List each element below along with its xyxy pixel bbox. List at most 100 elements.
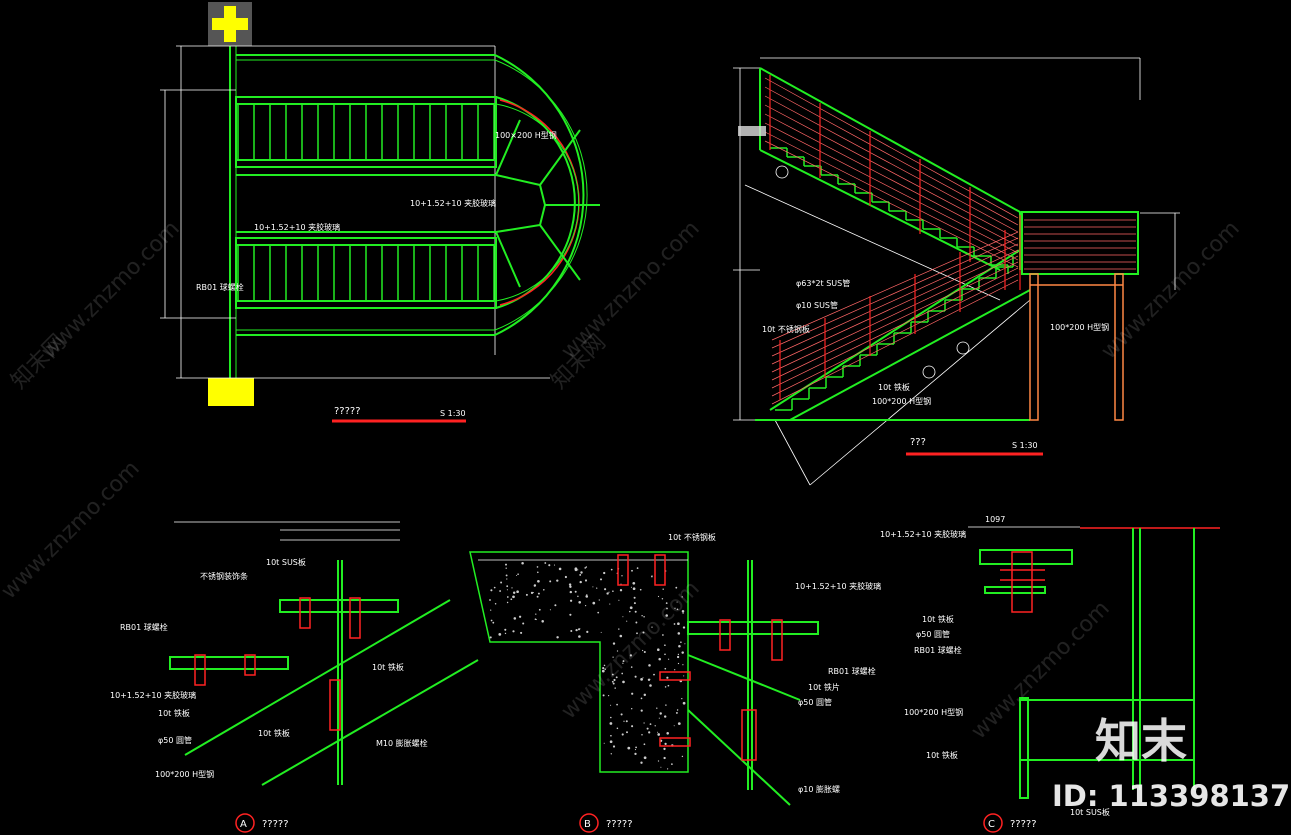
detail-a-marker-letter: A [240,819,247,830]
concrete-dot [578,601,581,604]
concrete-dot [492,621,495,624]
concrete-dot [609,740,613,744]
concrete-dot [533,585,536,587]
concrete-dot [564,575,567,579]
detail-b-label-5: φ50 圆管 [798,697,832,707]
concrete-dot [558,567,562,571]
concrete-dot [610,716,612,719]
elev-label-4: 10t 铁板 [878,382,910,392]
rail-line [764,122,1019,254]
concrete-dot [598,599,600,601]
watermark-cn-1: 知末网 [7,330,71,394]
concrete-dot [538,608,541,611]
plan-label-glass-2: 10+1.52+10 夹胶玻璃 [254,222,340,232]
concrete-dot [640,678,643,681]
concrete-dot [521,561,524,565]
concrete-dot [664,644,666,647]
concrete-dot [615,676,618,679]
detail-a-label-8: 10t 铁板 [372,662,404,672]
concrete-dot [592,586,594,588]
concrete-dot [604,668,606,670]
concrete-dot [640,697,643,700]
concrete-dot [603,571,606,575]
concrete-dot [549,580,552,583]
concrete-dot [643,693,647,697]
concrete-dot [579,580,582,584]
concrete-dot [634,749,637,751]
rail-line [771,243,1019,357]
concrete-dot [532,592,535,594]
detail-a-label-7: 100*200 H型钢 [155,769,214,779]
concrete-dot [681,596,683,598]
concrete-dot [625,720,628,723]
concrete-dot [602,694,605,697]
concrete-dot [610,734,612,737]
watermark-id: ID: 1133981377 [1052,779,1291,813]
concrete-dot [537,571,539,574]
concrete-dot [660,766,662,768]
concrete-dot [489,599,491,601]
concrete-dot [635,621,638,624]
watermark-site-6: www.znzmo.com [967,596,1115,744]
concrete-dot [682,626,686,629]
concrete-dot [657,595,660,598]
concrete-dot [585,595,588,598]
concrete-dot [643,756,647,760]
concrete-dot [640,709,643,712]
concrete-dot [676,709,679,711]
detail-a-marker [235,813,255,833]
concrete-dot [676,655,680,659]
concrete-dot [493,586,496,589]
concrete-dot [490,619,493,622]
concrete-dot [653,673,655,676]
concrete-dot [636,632,638,635]
concrete-dot [677,622,680,626]
concrete-dot [584,579,588,582]
detail-b-marker-letter: B [584,819,591,830]
concrete-dot [585,566,588,568]
concrete-dot [676,608,679,611]
concrete-dot [518,615,522,618]
concrete-dot [661,598,664,600]
upper-flight-treads [237,104,495,160]
detail-b-marker [579,813,599,833]
watermark-brand: 知末 [1095,714,1187,768]
concrete-dot [569,585,572,588]
concrete-dot [621,733,624,736]
concrete-dot [522,622,525,625]
concrete-dot [666,607,668,610]
concrete-dot [511,587,513,589]
concrete-dot [596,587,598,589]
detail-b: 10t 不锈钢板 10+1.52+10 夹胶玻璃 RB01 球螺栓 10t 铁片… [469,532,881,833]
concrete-dot [584,567,587,569]
concrete-dot [580,571,583,574]
concrete-dot [612,642,616,645]
detail-a-title: ????? [262,819,289,830]
concrete-dot [612,656,614,658]
concrete-dot [678,645,681,648]
concrete-dot [612,590,614,592]
detail-b-label-1: 10t 不锈钢板 [668,532,716,542]
detail-b-label-2: 10+1.52+10 夹胶玻璃 [795,581,881,591]
concrete-dot [490,589,493,592]
concrete-dot [656,707,658,709]
concrete-dot [536,595,539,598]
concrete-dot [608,695,610,697]
watermark-site-3: www.znzmo.com [1097,216,1245,364]
concrete-dot [648,731,651,734]
detail-c-marker-letter: C [988,819,995,830]
concrete-dot [569,599,573,602]
concrete-dot [635,746,637,749]
detail-c-marker [983,813,1003,833]
concrete-dot [664,667,667,670]
concrete-dot [537,579,540,583]
concrete-dot [663,756,666,760]
concrete-dot [579,573,582,576]
concrete-dot [641,649,644,652]
plan-view: 100×200 H型钢 10+1.52+10 夹胶玻璃 10+1.52+10 夹… [160,2,600,423]
concrete-dot [489,636,492,639]
concrete-dot [506,589,508,591]
elev-label-5: 100*200 H型钢 [872,396,931,406]
concrete-dot [556,579,559,582]
concrete-dot [634,752,637,756]
